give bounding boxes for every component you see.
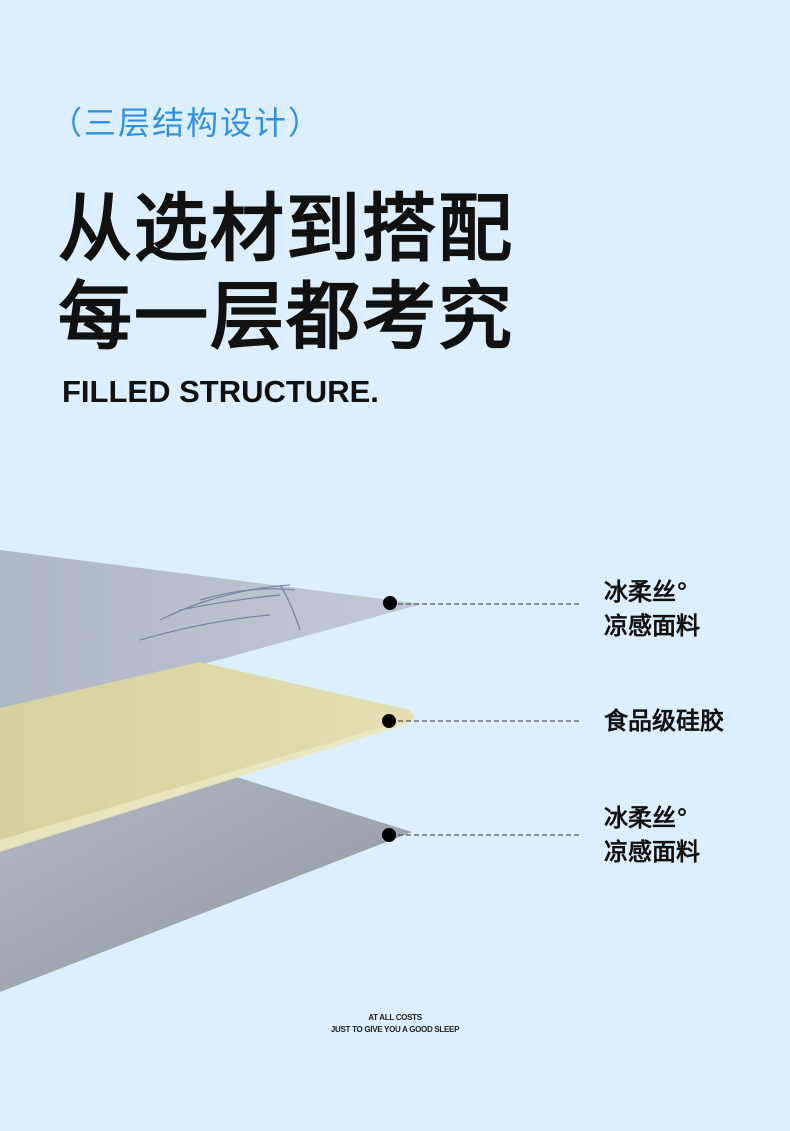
layer-label-top: 冰柔丝° 凉感面料 (604, 575, 700, 643)
section-subtitle: （三层结构设计） (50, 104, 323, 142)
layer-label-bottom: 冰柔丝° 凉感面料 (604, 801, 700, 869)
footer-line-2: JUST TO GIVE YOU A GOOD SLEEP (330, 1025, 460, 1034)
label-line: 凉感面料 (604, 838, 700, 866)
callout-dot (382, 714, 396, 728)
headline-line-2: 每一层都考究 (58, 274, 514, 360)
label-line: 凉感面料 (604, 612, 700, 640)
bottom-fabric-layer (0, 775, 412, 992)
label-line: 冰柔丝° (604, 804, 688, 832)
layer-label-middle: 食品级硅胶 (604, 704, 724, 738)
english-title: FILLED STRUCTURE. (62, 374, 379, 409)
label-line: 食品级硅胶 (604, 707, 724, 735)
silicone-layer (0, 662, 415, 850)
headline-line-1: 从选材到搭配 (58, 186, 514, 272)
top-fabric-layer (0, 550, 422, 720)
leaf-pattern (139, 584, 301, 641)
label-line: 冰柔丝° (604, 578, 688, 606)
callout-dot (382, 828, 396, 842)
callout-lines (390, 603, 582, 836)
footer-line-1: AT ALL COSTS (368, 1013, 422, 1022)
callout-dot (383, 596, 397, 610)
